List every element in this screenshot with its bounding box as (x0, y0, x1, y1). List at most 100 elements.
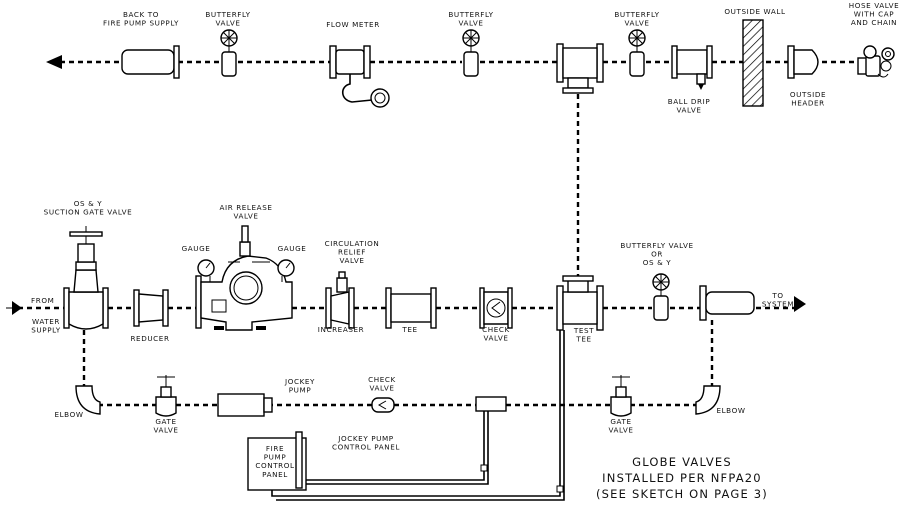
label-butterfly-or-osy-line: BUTTERFLY VALVE (620, 241, 693, 250)
label-gauge-left-line: GAUGE (182, 244, 211, 253)
jockey-pump-control-panel (295, 431, 303, 489)
label-fire-pump-control-panel-line: CONTROL (255, 461, 294, 470)
label-gauge-right: GAUGE (278, 244, 307, 253)
label-jockey-pump-line: JOCKEY (284, 377, 315, 386)
flow-arrow-left-icon (46, 55, 62, 69)
label-butterfly-valve-1-line: VALVE (215, 19, 240, 28)
label-elbow-right: ELBOW (716, 406, 745, 415)
butterfly-valve-icon (628, 29, 646, 77)
label-jockey-pump-control-panel-line: JOCKEY PUMP (337, 434, 394, 443)
fire-pump-icon (195, 225, 295, 331)
header-tee-icon (556, 43, 604, 94)
label-circulation-relief-line: RELIEF (338, 248, 366, 257)
check-valve-jockey-icon (371, 397, 395, 413)
label-test-tee-line: TEE (575, 335, 591, 344)
label-water-supply-line: SUPPLY (31, 326, 61, 335)
main-supply-line (18, 306, 796, 386)
elbow-left-icon (75, 385, 101, 415)
label-tee: TEE (401, 325, 417, 334)
label-gate-valve-right-line: VALVE (608, 426, 633, 435)
butterfly-valve-icon (462, 29, 480, 77)
label-air-release-valve-line: VALVE (233, 212, 258, 221)
label-os-y-suction-line: OS & Y (74, 199, 102, 208)
label-butterfly-valve-3-line: VALVE (624, 19, 649, 28)
label-check-valve-jockey-line: CHECK (368, 375, 396, 384)
sensing-box (475, 396, 507, 412)
label-increaser-line: INCREASER (318, 325, 364, 334)
flow-meter-icon (329, 45, 390, 108)
label-check-valve-main-line: VALVE (483, 334, 508, 343)
ball-drip-valve-icon (671, 45, 713, 90)
globe-valves-note-line: (SEE SKETCH ON PAGE 3) (596, 487, 768, 501)
label-elbow-right-line: ELBOW (716, 406, 745, 415)
osy-suction-gate-valve-icon (63, 226, 109, 330)
label-butterfly-or-osy-line: OS & Y (643, 258, 671, 267)
label-ball-drip-valve-line: VALVE (676, 106, 701, 115)
label-outside-wall: OUTSIDE WALL (724, 7, 785, 16)
label-to-system-line: TO (771, 291, 783, 300)
butterfly-valve-icon (220, 29, 238, 77)
label-circulation-relief-line: VALVE (339, 256, 364, 265)
label-butterfly-or-osy-line: OR (651, 250, 663, 259)
label-elbow-left: ELBOW (54, 410, 83, 419)
sensing-lines (271, 330, 565, 501)
label-increaser: INCREASER (318, 325, 364, 334)
jockey-pump-icon (217, 393, 273, 417)
globe-valves-note-line: INSTALLED PER NFPA20 (602, 471, 762, 485)
butterfly-valve-icon (652, 273, 670, 321)
reducer-icon (133, 289, 169, 327)
label-outside-header-line: OUTSIDE (790, 90, 826, 99)
label-butterfly-valve-2-line: VALVE (458, 19, 483, 28)
label-outside-header-line: HEADER (791, 99, 825, 108)
gate-valve-left-icon (155, 375, 177, 417)
label-reducer: REDUCER (130, 334, 169, 343)
label-air-release-valve-line: AIR RELEASE (219, 203, 272, 212)
label-hose-valve-line: HOSE VALVE (849, 1, 900, 10)
label-jockey-pump-line: PUMP (289, 386, 312, 395)
label-butterfly-valve-3-line: BUTTERFLY (614, 10, 659, 19)
increaser-icon (325, 271, 355, 329)
label-back-to-supply-line: FIRE PUMP SUPPLY (103, 19, 179, 28)
test-header-line (60, 60, 860, 278)
label-gauge-left: GAUGE (182, 244, 211, 253)
gate-valve-right-icon (610, 375, 632, 417)
label-circulation-relief-line: CIRCULATION (325, 239, 380, 248)
return-pipe-section (121, 45, 180, 79)
label-ball-drip-valve-line: BALL DRIP (668, 97, 711, 106)
label-to-system-line: SYSTEM (762, 300, 794, 309)
label-test-tee-line: TEST (573, 326, 594, 335)
test-tee-icon (556, 275, 604, 331)
system-pipe-section (699, 285, 755, 321)
elbow-right-icon (695, 385, 721, 415)
label-water-supply-line: WATER (32, 317, 60, 326)
label-tee-line: TEE (401, 325, 417, 334)
label-reducer-line: REDUCER (130, 334, 169, 343)
outside-header-icon (787, 45, 819, 79)
label-gate-valve-right-line: GATE (610, 417, 631, 426)
label-fire-pump-control-panel-line: FIRE (266, 444, 284, 453)
label-gate-valve-left-line: VALVE (153, 426, 178, 435)
hose-valve-icon (857, 45, 895, 78)
tee-icon (385, 287, 437, 329)
label-flow-meter-line: FLOW METER (326, 20, 380, 29)
to-system-arrow-icon (794, 296, 806, 312)
